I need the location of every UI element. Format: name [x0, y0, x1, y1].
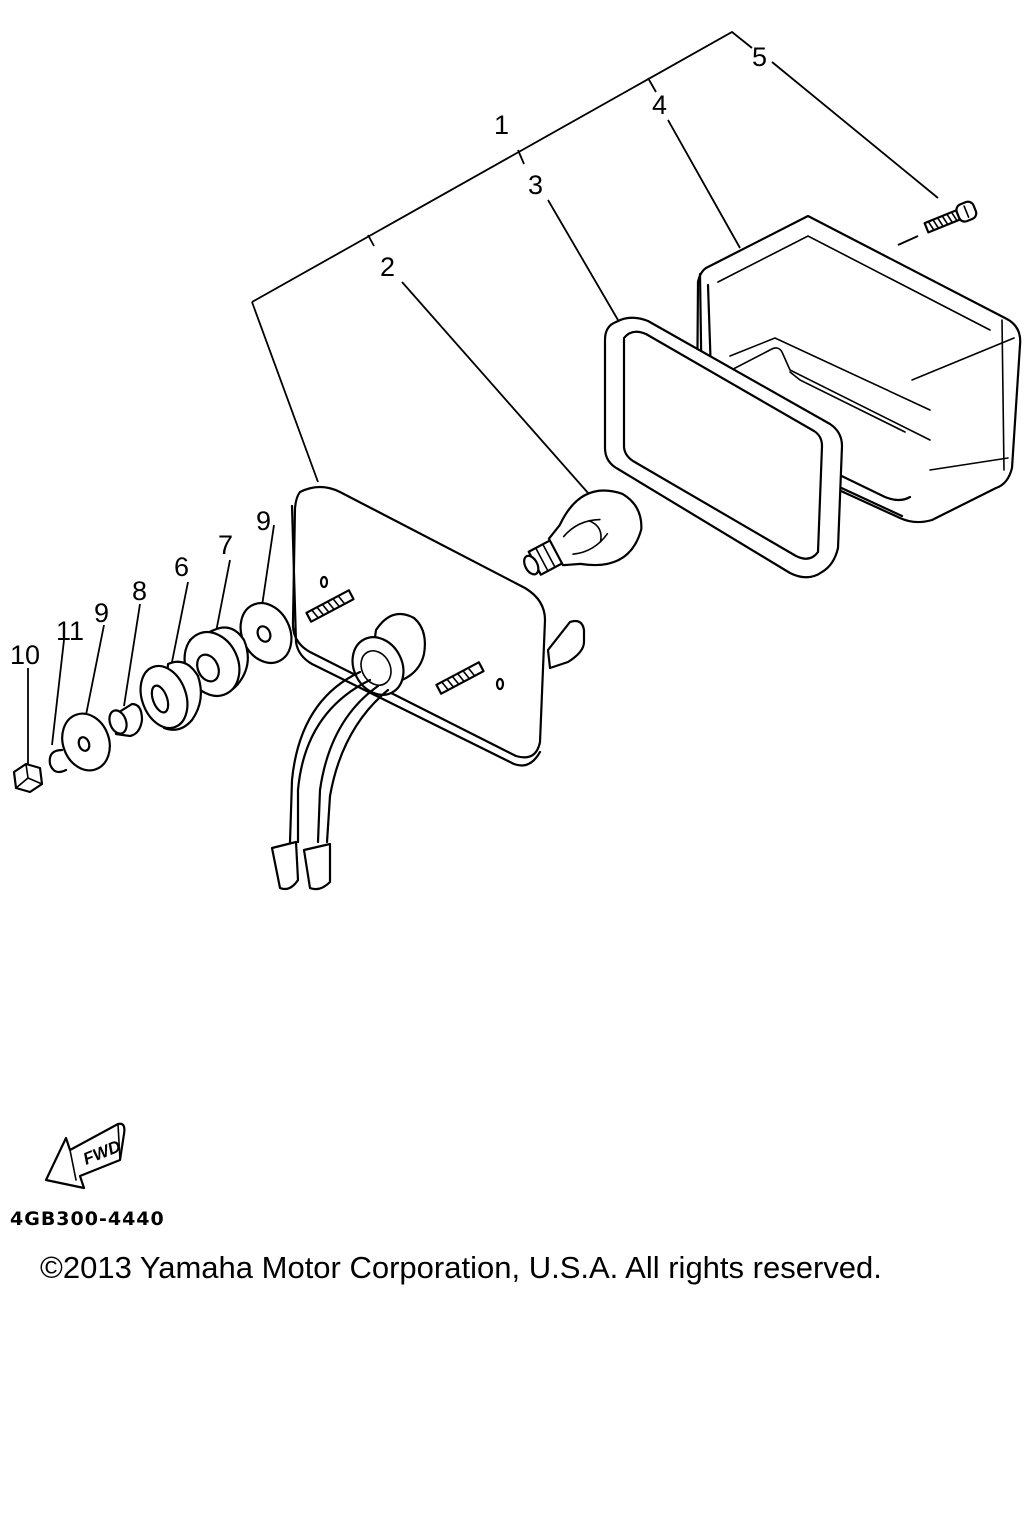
tail-light-base-part-1 — [270, 485, 586, 891]
cushion-part-6 — [139, 660, 203, 731]
drawing-code: 4GB300-4440 — [10, 1208, 165, 1230]
callout-11: 11 — [56, 616, 84, 646]
bulb-part-2 — [523, 489, 643, 576]
fwd-arrow-icon: FWD — [44, 1122, 126, 1190]
callout-numbers: 1 2 3 4 5 6 7 8 9 9 10 11 — [10, 42, 767, 670]
copyright-notice: ©2013 Yamaha Motor Corporation, U.S.A. A… — [40, 1250, 882, 1285]
callout-10: 10 — [10, 640, 40, 670]
callout-4: 4 — [652, 90, 667, 120]
grommet-part-7 — [183, 626, 249, 697]
callout-1: 1 — [494, 110, 509, 140]
callout-3: 3 — [528, 170, 543, 200]
callout-7: 7 — [218, 530, 233, 560]
callout-9-inner: 9 — [256, 506, 271, 536]
callout-2: 2 — [380, 252, 395, 282]
washer-part-9-outer — [61, 712, 111, 772]
collar-part-8 — [108, 702, 144, 738]
callout-6: 6 — [174, 552, 189, 582]
callout-5: 5 — [752, 42, 767, 72]
gasket-part-3 — [603, 316, 844, 579]
callout-9-outer: 9 — [94, 598, 109, 628]
screw-part-5 — [923, 200, 978, 234]
callout-8: 8 — [132, 576, 147, 606]
lock-washer-part-11 — [48, 748, 68, 774]
assembly-bracket-lines — [27, 30, 939, 768]
nut-part-10 — [12, 762, 44, 794]
